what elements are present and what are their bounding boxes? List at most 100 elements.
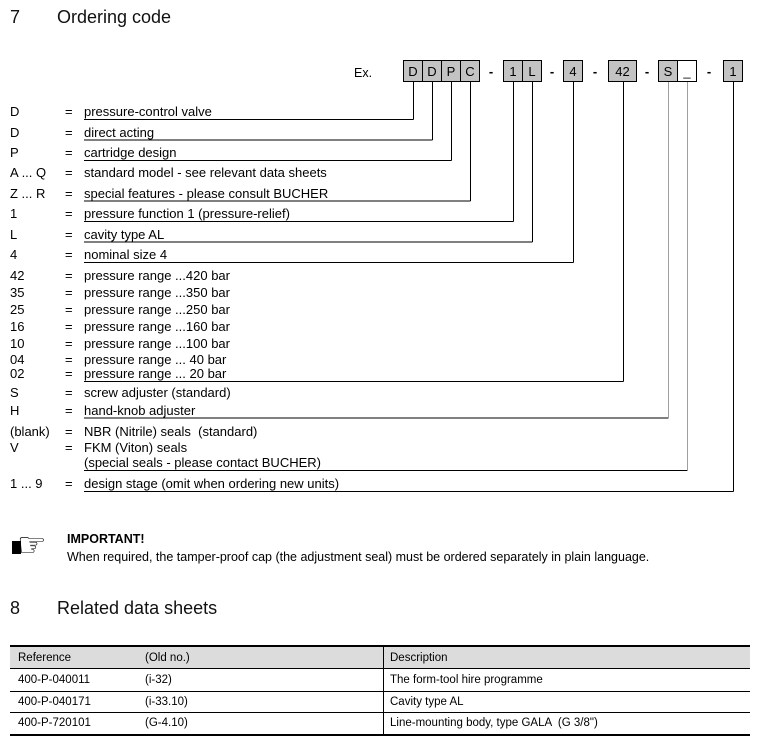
ordering-row-code: 42 [10, 267, 25, 283]
ordering-row-equals: = [65, 352, 73, 367]
ordering-row-equals: = [65, 318, 73, 334]
ordering-code-box-group: 42 [608, 60, 637, 82]
table-column-divider [383, 647, 384, 734]
ordering-code-box: P [441, 60, 461, 82]
ordering-row-code: 04 [10, 352, 25, 367]
section-8-number: 8 [10, 598, 21, 618]
ordering-row-equals: = [65, 385, 73, 400]
ordering-code-box: L [522, 60, 542, 82]
ordering-row-description: pressure range ...160 bar [84, 318, 230, 334]
ordering-row-description: design stage (omit when ordering new uni… [84, 476, 340, 491]
ordering-code-dash: - [706, 63, 712, 79]
ordering-code-box: 1 [723, 60, 743, 82]
ordering-code-connector-lines [84, 82, 734, 492]
ordering-row-equals: = [65, 476, 73, 491]
ordering-row-equals: = [65, 402, 73, 418]
ordering-row-description: pressure range ...420 bar [84, 267, 230, 283]
ordering-row-code: 16 [10, 318, 25, 334]
ordering-row-equals: = [65, 439, 73, 455]
table-header-cell: Description [390, 652, 448, 664]
ordering-code-box: D [403, 60, 423, 82]
example-label: Ex. [354, 66, 373, 80]
ordering-code-dash: - [488, 63, 494, 79]
ordering-row-code: 1 [10, 206, 18, 221]
ordering-code-box: 1 [503, 60, 523, 82]
ordering-code-box-group: 4 [563, 60, 583, 82]
table-cell: (i-33.10) [145, 696, 188, 708]
ordering-code-box-group: S_ [658, 60, 697, 82]
ordering-row-code: D [10, 124, 20, 140]
table-cell: Cavity type AL [390, 696, 464, 708]
ordering-row-description: pressure-control valve [84, 104, 212, 119]
table-cell: (G-4.10) [145, 717, 188, 729]
ordering-code-box: C [460, 60, 480, 82]
important-note-title: IMPORTANT! [67, 532, 145, 546]
ordering-row-equals: = [65, 424, 73, 439]
important-note-text: When required, the tamper-proof cap (the… [67, 550, 650, 564]
ordering-row-description: pressure range ...250 bar [84, 301, 230, 317]
ordering-row-equals: = [65, 366, 73, 381]
section-8-title: Related data sheets [57, 598, 218, 618]
ordering-code-dash: - [592, 63, 598, 79]
ordering-row-description: (special seals - please contact BUCHER) [84, 455, 321, 470]
ordering-code-box: _ [677, 60, 697, 82]
ordering-row-code: 35 [10, 284, 25, 300]
ordering-row-equals: = [65, 145, 73, 160]
ordering-row-description: pressure range ...100 bar [84, 335, 230, 351]
ordering-code-box: D [422, 60, 442, 82]
ordering-row-code: 4 [10, 247, 18, 262]
section-7-number: 7 [10, 7, 21, 27]
ordering-row-description: special features - please consult BUCHER [84, 185, 329, 201]
ordering-row-description: standard model - see relevant data sheet… [84, 165, 327, 180]
ordering-row-code: 10 [10, 335, 25, 351]
table-row: 400-P-040011 (i-32) The form-tool hire pro… [10, 669, 750, 692]
ordering-row-description: FKM (Viton) seals [84, 439, 188, 455]
ordering-row-equals: = [65, 335, 73, 351]
ordering-row-code: V [10, 439, 19, 455]
ordering-row-description: NBR (Nitrile) seals (standard) [84, 424, 258, 439]
ordering-row-code: Z ... R [10, 185, 46, 201]
table-cell: 400-P-040011 [18, 674, 91, 686]
ordering-row-code: D [10, 104, 20, 119]
ordering-row-equals: = [65, 165, 73, 180]
ordering-row-description: direct acting [84, 124, 155, 140]
section-7-title: Ordering code [57, 7, 172, 27]
ordering-code-box: S [658, 60, 678, 82]
ordering-row-code: 1 ... 9 [10, 476, 43, 491]
ordering-row-equals: = [65, 104, 73, 119]
ordering-row-description: pressure range ...350 bar [84, 284, 230, 300]
ordering-row-equals: = [65, 185, 73, 201]
ordering-row-equals: = [65, 124, 73, 140]
ordering-row-equals: = [65, 226, 73, 242]
ordering-row-equals: = [65, 301, 73, 317]
ordering-code-dash: - [549, 63, 555, 79]
table-cell: (i-32) [145, 674, 172, 686]
ordering-row-description: pressure range ... 40 bar [84, 352, 227, 367]
table-header-row: Reference(Old no.)Description [10, 647, 750, 669]
ordering-row-equals: = [65, 206, 73, 221]
ordering-row-equals: = [65, 247, 73, 262]
ordering-row-description: nominal size 4 [84, 247, 168, 262]
ordering-code-box: 42 [608, 60, 637, 82]
ordering-row-code: H [10, 402, 20, 418]
ordering-row-description: cartridge design [84, 145, 177, 160]
table-row: 400-P-040171 (i-33.10) Cavity type AL [10, 692, 750, 713]
table-cell: 400-P-040171 [18, 696, 91, 708]
ordering-code-box: 4 [563, 60, 583, 82]
ordering-row-code: 02 [10, 366, 25, 381]
pointing-hand-icon: ☞ [17, 526, 47, 563]
pointing-hand-cuff [12, 541, 21, 554]
ordering-row-description: pressure function 1 (pressure-relief) [84, 206, 290, 221]
table-cell: The form-tool hire programme [390, 674, 543, 686]
table-row: 400-P-720101(G-4.10)Line-mounting body, … [10, 713, 750, 734]
ordering-code-box-group: 1 [723, 60, 743, 82]
ordering-row-code: 25 [10, 301, 25, 317]
ordering-row-equals: = [65, 267, 73, 283]
table-cell: Line-mounting body, type GALA (G 3/8") [390, 717, 598, 729]
ordering-row-code: A ... Q [10, 165, 47, 180]
ordering-row-description: screw adjuster (standard) [84, 385, 231, 400]
